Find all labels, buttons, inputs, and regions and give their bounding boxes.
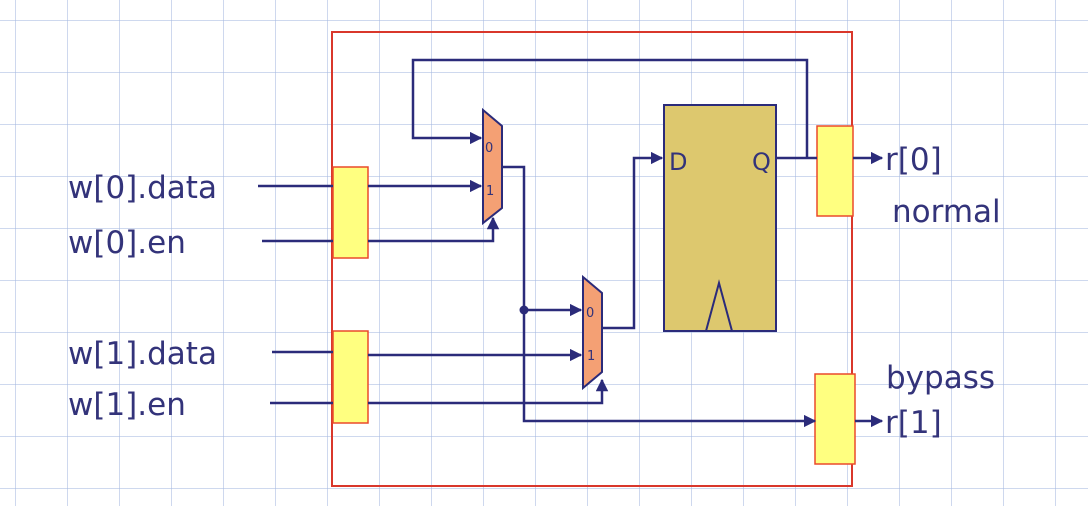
output-note-normal: normal [892, 194, 1001, 230]
input-latch-w0 [332, 166, 369, 259]
output-latch-r0 [816, 125, 854, 217]
wire-mux-bottom-to-d [602, 151, 664, 330]
mux-bottom [582, 274, 603, 391]
output-latch-r1 [814, 373, 856, 465]
flip-flop-d-label: D [669, 148, 687, 176]
mux-bottom-input-0-label: 0 [586, 306, 594, 321]
wire-w1-en-to-mux-select [368, 378, 609, 405]
input-label-w0-data: w[0].data [68, 170, 217, 206]
mux-top [482, 107, 503, 226]
flip-flop [663, 104, 777, 332]
input-label-w0-en: w[0].en [68, 225, 186, 261]
mux-top-input-1-label: 1 [486, 184, 494, 199]
module-boundary [331, 31, 853, 487]
mux-bottom-input-1-label: 1 [587, 349, 595, 364]
wire-mux-top-out [502, 165, 817, 428]
wire-w0-en-to-mux-select [368, 216, 500, 243]
wire-junction [519, 305, 529, 315]
flip-flop-q-label: Q [752, 148, 771, 176]
output-label-r1: r[1] [885, 405, 942, 441]
clock-triangle [705, 279, 733, 332]
wire-feedback-q [411, 58, 809, 158]
input-label-w1-en: w[1].en [68, 387, 186, 423]
output-note-bypass: bypass [886, 360, 995, 396]
output-label-r0: r[0] [885, 142, 942, 178]
input-label-w1-data: w[1].data [68, 336, 217, 372]
input-latch-w1 [332, 330, 369, 424]
mux-top-input-0-label: 0 [485, 141, 493, 156]
